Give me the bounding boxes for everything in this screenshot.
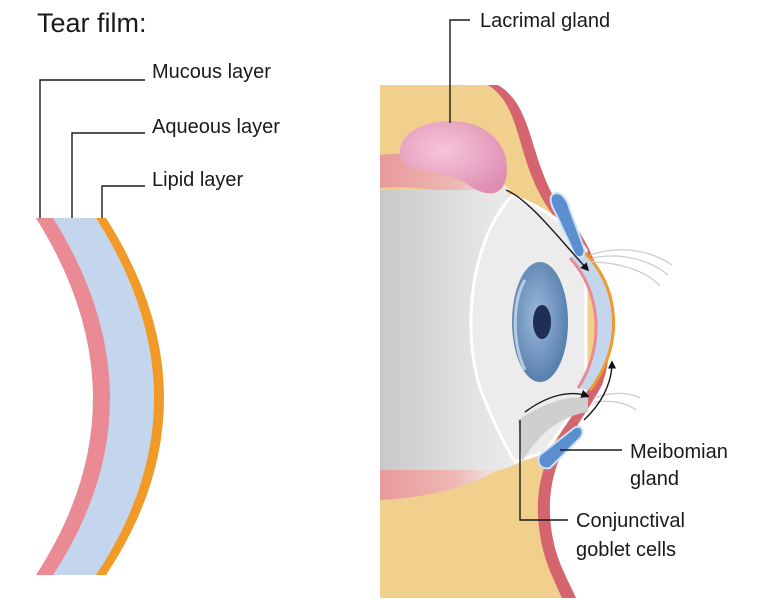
lipid-layer-band: [96, 218, 164, 575]
meibomian-gland-lower: [537, 425, 584, 470]
lacrimal-gland: [400, 121, 508, 194]
goblet-cells-label-line1: Conjunctival: [576, 510, 685, 532]
mucous-layer-label: Mucous layer: [152, 61, 271, 83]
pupil: [533, 305, 551, 339]
mucous-layer-band: [36, 218, 110, 575]
eyelashes-upper: [589, 249, 673, 287]
cornea-mucous: [568, 256, 598, 389]
cornea-lipid: [580, 248, 616, 391]
meibomian-gland-label-line1: Meibomian: [630, 441, 728, 463]
tear-flow-arrow-upper: [505, 189, 590, 272]
eye-section: Lacrimal gland Meibomian gland Conjuncti…: [380, 10, 728, 598]
conjunctival-fold: [518, 397, 588, 462]
goblet-cells-label-line2: goblet cells: [576, 539, 676, 561]
lipid-layer-label: Lipid layer: [152, 169, 244, 191]
iris-highlight: [513, 279, 527, 371]
meibomian-gland-upper: [549, 192, 586, 259]
lacrimal-leader-line: [449, 19, 470, 123]
eyelashes-lower: [593, 392, 641, 411]
tear-flow-arrow-meibomian: [583, 360, 617, 421]
tear-flow-arrow-lower: [524, 389, 590, 413]
cornea-aqueous: [570, 250, 614, 390]
aqueous-layer-label: Aqueous layer: [152, 116, 280, 138]
lipid-leader-line: [101, 185, 145, 218]
diagram-title: Tear film:: [37, 8, 147, 38]
lacrimal-gland-label: Lacrimal gland: [480, 10, 610, 32]
aqueous-leader-line: [71, 132, 145, 218]
mucous-leader-line: [39, 79, 145, 218]
meibomian-gland-label-line2: gland: [630, 468, 679, 490]
goblet-leader-line: [519, 420, 568, 521]
tear-film-section: Mucous layer Aqueous layer Lipid layer: [36, 61, 280, 575]
